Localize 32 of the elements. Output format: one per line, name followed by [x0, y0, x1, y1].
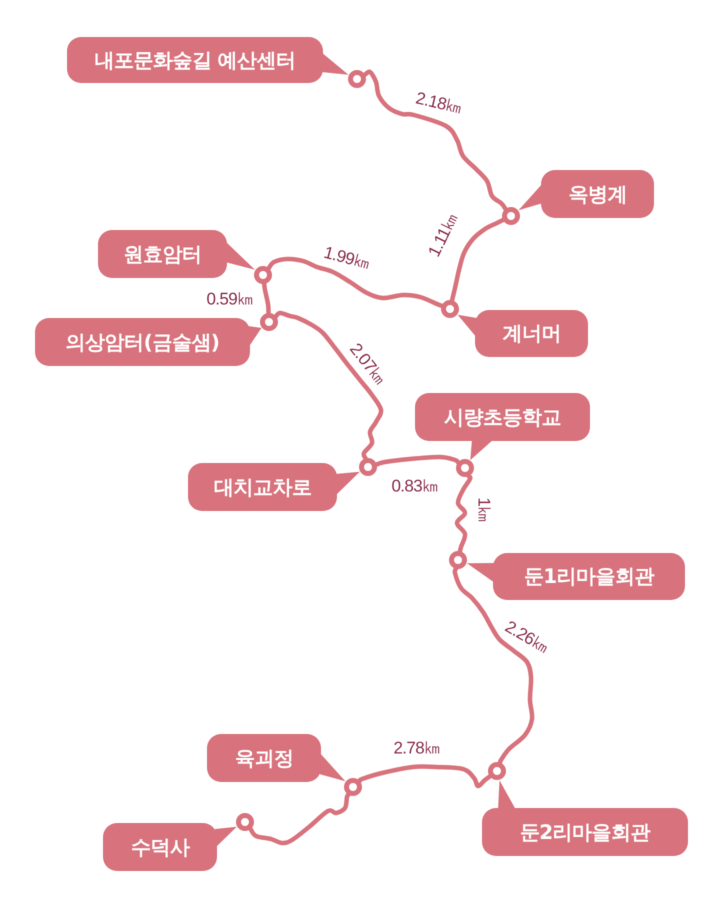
stop-callout: 둔1리마을회관	[493, 553, 685, 600]
route-line	[452, 566, 534, 765]
ring-marker-icon	[260, 313, 278, 331]
distance-label: 2.78㎞	[393, 740, 441, 756]
ring-marker-icon	[488, 762, 506, 780]
distance-label: 0.83㎞	[391, 478, 439, 494]
ring-marker-icon	[449, 551, 467, 569]
distance-label: 0.59㎞	[206, 290, 254, 308]
route-line	[454, 474, 473, 554]
route-line	[274, 310, 384, 461]
ring-marker-icon	[441, 300, 459, 318]
route-line	[450, 218, 506, 302]
ring-marker-icon	[348, 70, 366, 88]
distance-label: 1㎞	[476, 497, 492, 523]
distance-label: 1.99㎞	[322, 244, 372, 272]
route-line	[262, 282, 271, 316]
ring-marker-icon	[502, 207, 520, 225]
route-line	[374, 454, 460, 467]
stop-callout: 수덕사	[103, 823, 217, 871]
route-line	[266, 256, 444, 308]
ring-marker-icon	[359, 458, 377, 476]
ring-marker-icon	[236, 813, 254, 831]
route-line	[248, 792, 351, 846]
stop-callout: 의상암터(금술샘)	[35, 318, 250, 366]
distance-label: 1.11㎞	[425, 210, 461, 260]
route-line	[357, 764, 492, 788]
ring-marker-icon	[456, 459, 474, 477]
ring-marker-icon	[254, 266, 272, 284]
ring-marker-icon	[344, 778, 362, 796]
route-line	[362, 70, 508, 212]
stop-callout: 둔2리마을회관	[482, 808, 688, 856]
distance-label: 2.18㎞	[414, 89, 464, 117]
